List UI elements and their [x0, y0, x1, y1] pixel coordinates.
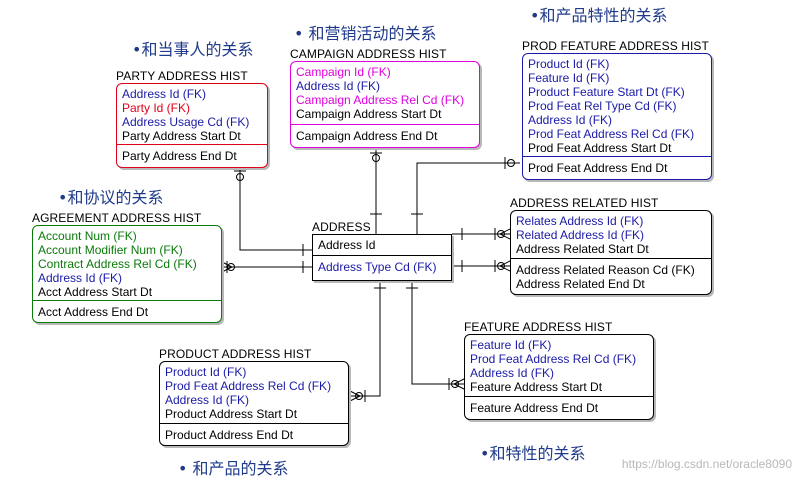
- note-feature-relation: •和特性的关系: [480, 444, 586, 463]
- attribute-nonkey: Address Related End Dt: [516, 277, 645, 291]
- rel-prodfeature-address: [411, 157, 520, 234]
- entity-box: Campaign Id (FK) Address Id (FK) Campaig…: [290, 61, 480, 148]
- note-prodfeature-relation: •和产品特性的关系: [530, 6, 668, 25]
- entity-address[interactable]: ADDRESS Address Id Address Type Cd (FK): [312, 220, 452, 281]
- entity-prod-feature-address-hist[interactable]: PROD FEATURE ADDRESS HIST Product Id (FK…: [522, 39, 712, 180]
- attribute-pk: Address Id (FK): [470, 366, 555, 380]
- attribute-pk: Address Id (FK): [528, 113, 613, 127]
- attribute-pk: Account Num (FK): [38, 229, 137, 243]
- attribute-nonkey: Product Address End Dt: [165, 428, 294, 442]
- entity-agreement-address-hist[interactable]: AGREEMENT ADDRESS HIST Account Num (FK) …: [32, 211, 222, 323]
- rel-agreement-address: [221, 261, 312, 273]
- entity-box: Account Num (FK) Account Modifier Num (F…: [32, 225, 222, 323]
- note-agreement-relation: •和协议的关系: [58, 188, 164, 207]
- entity-box: Address Id Address Type Cd (FK): [312, 234, 452, 281]
- attribute-pk: Product Id (FK): [165, 365, 247, 379]
- attribute-pk: Acct Address Start Dt: [38, 285, 153, 299]
- attribute-pk: Party Id (FK): [122, 101, 191, 115]
- rel-addressrelated-address: [452, 228, 511, 272]
- rel-feature-address: [406, 281, 465, 390]
- entity-party-address-hist[interactable]: PARTY ADDRESS HIST Address Id (FK) Party…: [116, 69, 268, 168]
- attribute-nonkey: Acct Address End Dt: [38, 305, 149, 319]
- attribute-nonkey: Address Type Cd (FK): [318, 260, 437, 274]
- attribute-pk: Party Address Start Dt: [122, 129, 241, 143]
- attribute-pk: Address Related Start Dt: [516, 242, 649, 256]
- watermark-text: https://blog.csdn.net/oracle8090: [621, 457, 792, 471]
- attribute-nonkey: Feature Address End Dt: [470, 401, 599, 415]
- entity-title: PRODUCT ADDRESS HIST: [159, 347, 312, 361]
- note-product-relation: • 和产品的关系: [178, 459, 289, 478]
- attribute-pk: Campaign Address Rel Cd (FK): [296, 93, 465, 107]
- rel-campaign-address: [370, 149, 382, 234]
- attribute-pk: Contract Address Rel Cd (FK): [38, 257, 197, 271]
- entity-box: Address Id (FK) Party Id (FK) Address Us…: [116, 83, 268, 168]
- entity-box: Feature Id (FK) Prod Feat Address Rel Cd…: [464, 334, 654, 420]
- entity-title: PROD FEATURE ADDRESS HIST: [522, 39, 709, 53]
- attribute-pk: Prod Feat Address Rel Cd (FK): [470, 352, 637, 366]
- entity-title: CAMPAIGN ADDRESS HIST: [290, 47, 447, 61]
- attribute-pk: Prod Feat Rel Type Cd (FK): [528, 99, 677, 113]
- attribute-nonkey: Prod Feat Address End Dt: [528, 161, 668, 175]
- attribute-pk: Address Id (FK): [38, 271, 123, 285]
- attribute-pk: Product Feature Start Dt (FK): [528, 85, 685, 99]
- entity-title: ADDRESS: [312, 220, 371, 234]
- entity-title: FEATURE ADDRESS HIST: [464, 320, 613, 334]
- attribute-pk: Product Address Start Dt: [165, 407, 298, 421]
- attribute-pk: Address Id: [318, 238, 376, 252]
- attribute-pk: Address Id (FK): [122, 87, 207, 101]
- entity-campaign-address-hist[interactable]: CAMPAIGN ADDRESS HIST Campaign Id (FK) A…: [290, 47, 480, 148]
- attribute-pk: Prod Feat Address Start Dt: [528, 141, 672, 155]
- entity-product-address-hist[interactable]: PRODUCT ADDRESS HIST Product Id (FK) Pro…: [159, 347, 349, 446]
- entity-title: AGREEMENT ADDRESS HIST: [32, 211, 202, 225]
- attribute-pk: Related Address Id (FK): [516, 228, 645, 242]
- attribute-pk: Feature Id (FK): [470, 338, 552, 352]
- attribute-pk: Address Usage Cd (FK): [122, 115, 250, 129]
- attribute-pk: Prod Feat Address Rel Cd (FK): [165, 379, 332, 393]
- entity-box: Relates Address Id (FK) Related Address …: [510, 210, 712, 295]
- attribute-pk: Relates Address Id (FK): [516, 214, 644, 228]
- entity-title: PARTY ADDRESS HIST: [116, 69, 248, 83]
- attribute-pk: Campaign Address Start Dt: [296, 107, 442, 121]
- note-party-relation: •和当事人的关系: [132, 40, 254, 59]
- attribute-pk: Address Id (FK): [296, 79, 381, 93]
- rel-party-address: [234, 168, 312, 256]
- attribute-pk: Account Modifier Num (FK): [38, 243, 183, 257]
- note-campaign-relation: • 和营销活动的关系: [294, 24, 437, 43]
- entity-address-related-hist[interactable]: ADDRESS RELATED HIST Relates Address Id …: [510, 196, 712, 295]
- attribute-pk: Product Id (FK): [528, 57, 610, 71]
- entity-feature-address-hist[interactable]: FEATURE ADDRESS HIST Feature Id (FK) Pro…: [464, 320, 654, 420]
- attribute-nonkey: Campaign Address End Dt: [296, 129, 438, 143]
- rel-product-address: [349, 281, 386, 402]
- attribute-pk: Feature Id (FK): [528, 71, 610, 85]
- attribute-pk: Campaign Id (FK): [296, 65, 391, 79]
- attribute-nonkey: Address Related Reason Cd (FK): [516, 263, 695, 277]
- attribute-pk: Feature Address Start Dt: [470, 380, 603, 394]
- entity-box: Product Id (FK) Feature Id (FK) Product …: [522, 53, 712, 180]
- attribute-pk: Prod Feat Address Rel Cd (FK): [528, 127, 695, 141]
- entity-box: Product Id (FK) Prod Feat Address Rel Cd…: [159, 361, 349, 446]
- attribute-pk: Address Id (FK): [165, 393, 250, 407]
- entity-title: ADDRESS RELATED HIST: [510, 196, 659, 210]
- attribute-nonkey: Party Address End Dt: [122, 149, 237, 163]
